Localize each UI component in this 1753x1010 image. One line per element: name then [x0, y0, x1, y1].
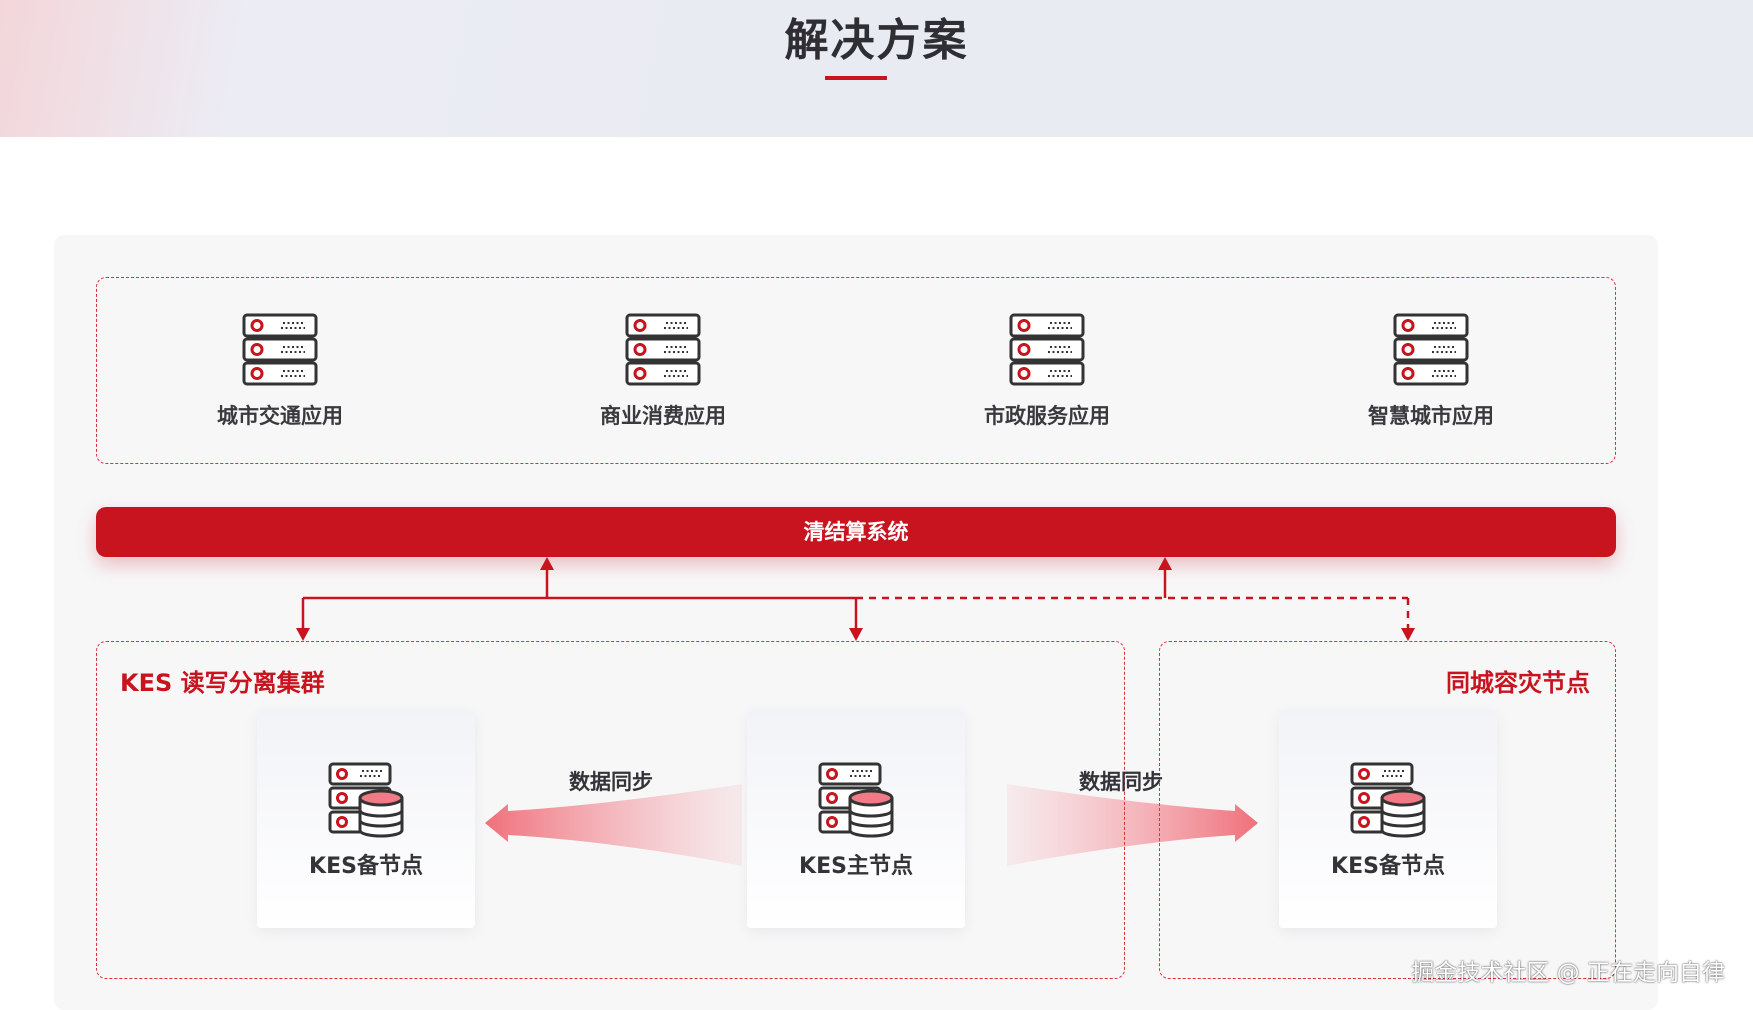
primary-node-card: KES主节点: [747, 710, 965, 928]
app-label: 智慧城市应用: [1368, 404, 1494, 428]
node-label: KES备节点: [1331, 854, 1445, 879]
server-rack-icon: [1393, 313, 1469, 386]
standby-node-card: KES备节点: [257, 710, 475, 928]
app-label: 城市交通应用: [217, 404, 343, 428]
read-write-cluster-box: [96, 641, 1125, 979]
clearing-system-bar: 清结算系统: [96, 507, 1616, 557]
dr-standby-node-card: KES备节点: [1279, 710, 1497, 928]
disaster-recovery-box: [1159, 641, 1616, 979]
applications-box: [96, 277, 1616, 464]
app-commercial-consumption: 商业消费应用: [533, 312, 793, 430]
node-label: KES主节点: [799, 854, 913, 879]
node-label: KES备节点: [309, 854, 423, 879]
sync-arrow-right: [1007, 784, 1258, 866]
page-title: 解决方案: [784, 15, 969, 66]
app-label: 商业消费应用: [600, 404, 726, 428]
cluster-title: KES 读写分离集群: [120, 669, 325, 697]
app-municipal-services: 市政服务应用: [917, 312, 1177, 430]
app-smart-city: 智慧城市应用: [1301, 312, 1561, 430]
database-server-icon: [818, 762, 894, 838]
server-rack-icon: [625, 313, 701, 386]
database-server-icon: [1350, 762, 1426, 838]
title-underline: [825, 76, 887, 80]
arrow-up-icon: [1158, 557, 1172, 570]
server-rack-icon: [242, 313, 318, 386]
sync-arrow-left: [485, 784, 742, 866]
watermark: 掘金技术社区 @ 正在走向自律: [1411, 960, 1725, 986]
header-band: [0, 0, 1753, 137]
database-server-icon: [328, 762, 404, 838]
sync-label-left: 数据同步: [569, 770, 653, 794]
app-city-traffic: 城市交通应用: [150, 312, 410, 430]
dr-title: 同城容灾节点: [1446, 669, 1590, 697]
sync-label-right: 数据同步: [1079, 770, 1163, 794]
arrow-down-icon: [1401, 628, 1415, 641]
arrow-down-icon: [849, 628, 863, 641]
arrow-down-icon: [296, 628, 310, 641]
server-rack-icon: [1009, 313, 1085, 386]
app-label: 市政服务应用: [984, 404, 1110, 428]
arrow-up-icon: [540, 557, 554, 570]
